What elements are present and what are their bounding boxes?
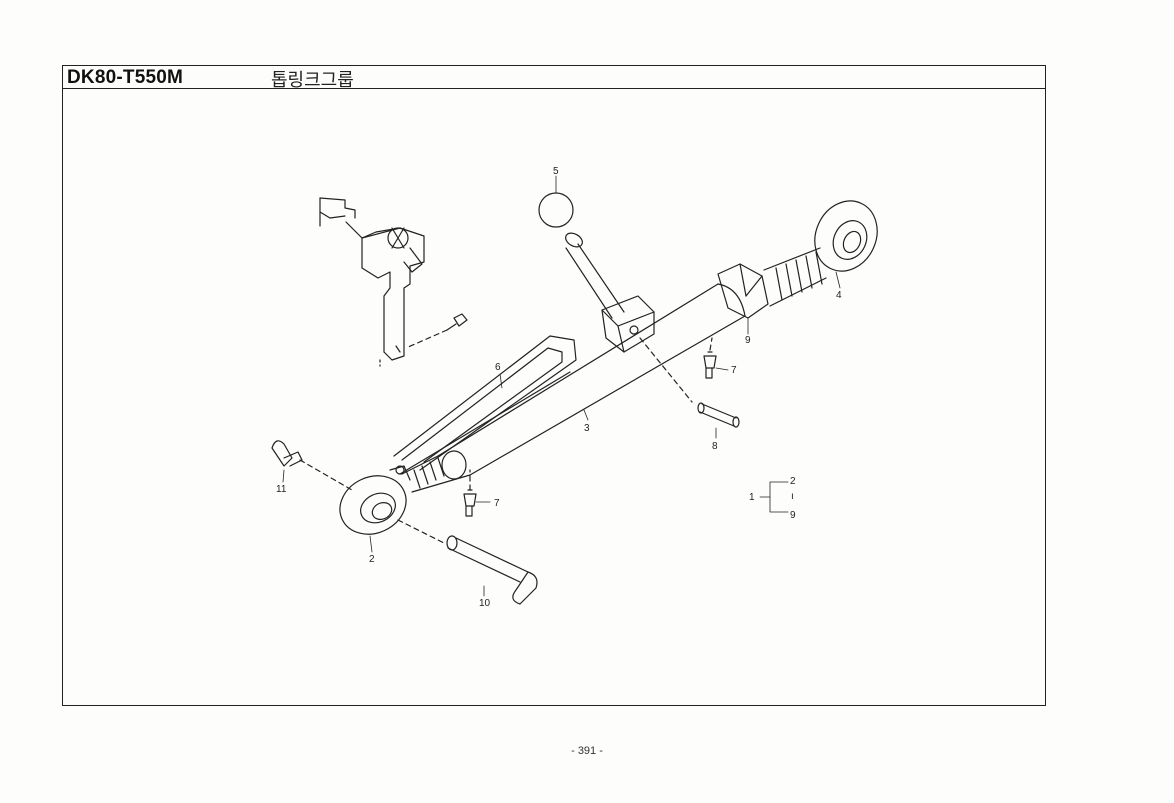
callout-3: 3 (584, 423, 590, 434)
callout-1-sub-2: 2 (790, 476, 796, 487)
group-title: 톱링크그룹 (271, 70, 354, 91)
page-number: - 391 - (571, 745, 603, 757)
front-ball-eye (339, 455, 471, 535)
bracket-bolt (405, 313, 468, 349)
grease-nipple-front (463, 489, 477, 517)
callout-1: 1 (749, 492, 755, 503)
leader-lines (282, 175, 841, 597)
grease-nipple-rear (703, 351, 717, 379)
callout-2: 2 (369, 554, 375, 565)
callout-11: 11 (276, 484, 287, 495)
title-block: DK80-T550M 톱링크그룹 (63, 66, 1045, 91)
callout-6: 6 (495, 362, 501, 373)
lynch-pin (271, 440, 303, 467)
callout-5: 5 (553, 166, 559, 177)
callout-1-sub-mark: ı (791, 491, 794, 502)
model-code: DK80-T550M (67, 67, 184, 88)
short-pin (697, 402, 740, 428)
callout-8: 8 (712, 441, 718, 452)
callout-10: 10 (479, 598, 491, 609)
drawing-frame: DK80-T550M 톱링크그룹 (62, 65, 1046, 706)
callout-7-front: 7 (494, 498, 500, 509)
callout-9-rear: 9 (745, 335, 751, 346)
callout-7-rear: 7 (731, 365, 737, 376)
handle-bar (393, 335, 577, 475)
callout-4: 4 (836, 290, 842, 301)
assembly-lines (299, 337, 713, 545)
top-link-tube (437, 283, 746, 480)
mounting-bracket (319, 197, 425, 367)
lever-knob (538, 192, 655, 353)
rear-ball-eye (717, 200, 878, 319)
long-pin (446, 535, 538, 605)
callout-1-sub-9: 9 (790, 510, 796, 521)
